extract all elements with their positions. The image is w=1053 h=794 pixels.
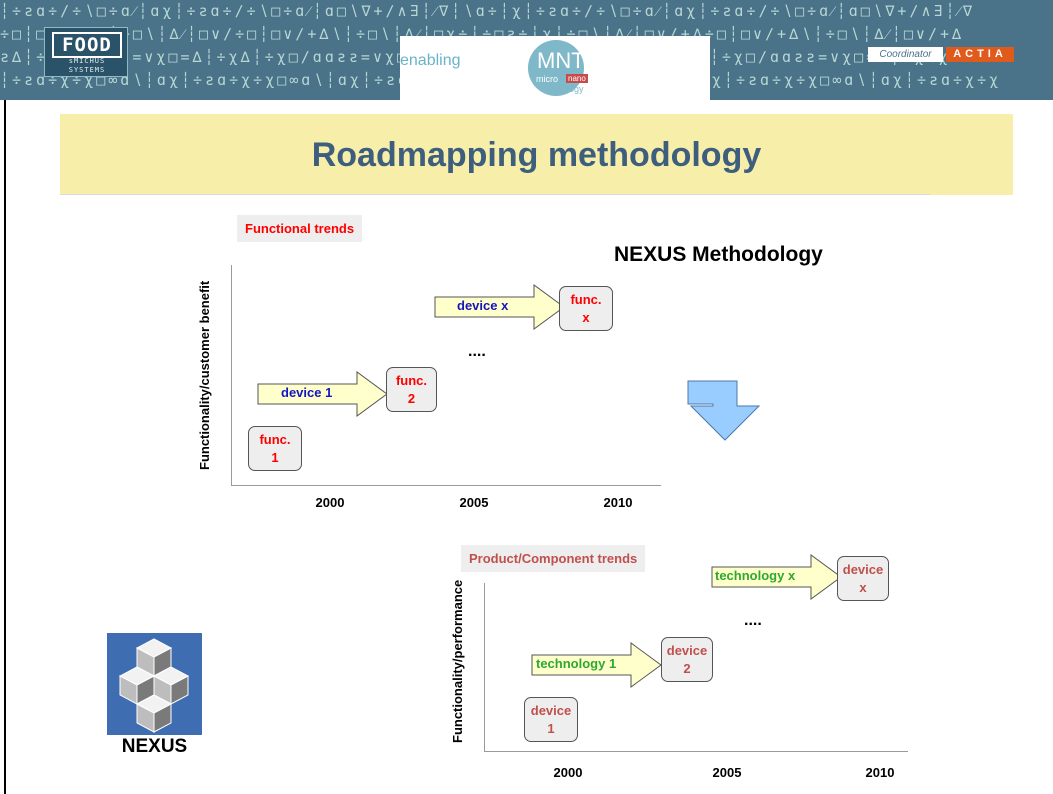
slide-frame-left-edge [4,100,6,794]
device-1-box-line2: 1 [547,721,555,736]
device-x-box-line2: x [859,580,867,595]
mnt-disc [528,40,584,96]
lower-x-tick: 2005 [712,765,742,780]
title-band: Roadmapping methodology [60,114,1013,195]
enabling-text: enabling [400,52,461,69]
device-1-box: device 1 [524,697,578,742]
device-x-box: device x [837,556,889,601]
coordinator-label: Coordinator [868,47,943,62]
header-banner: ┆÷ƨɑ÷∕÷∖□÷ɑ⁄┆ɑχ┆÷ƨɑ÷∕÷∖□÷ɑ⁄┆ɑ□∖∇+∕∧∃┆⁄∇┆… [0,0,1053,100]
food-logo: FOOD ѕMICHUS SYSTEMS [44,27,128,77]
slide-title: Roadmapping methodology [311,136,762,174]
lower-x-tick: 2000 [553,765,583,780]
banner-pattern-row: ┆÷ƨɑ÷∕÷∖□÷ɑ⁄┆ɑχ┆÷ƨɑ÷∕÷∖□÷ɑ⁄┆ɑ□∖∇+∕∧∃┆⁄∇┆… [0,2,976,20]
device-2-box-line2: 2 [683,661,691,676]
func-2-box-line2: 2 [407,391,416,406]
product-component-trends-label: Product/Component trends [461,545,646,572]
func-2-box-line1: func. [395,373,428,388]
title-divider [60,194,930,195]
upper-x-tick: 2005 [459,495,489,510]
device-2-box-line1: device [666,643,708,658]
lower-x-tick: 2010 [865,765,895,780]
nano-text: nano [566,74,588,83]
upper-x-tick: 2010 [603,495,633,510]
technology-logo-text: technology [540,84,584,94]
func-1-box-line1: func. [259,432,291,447]
nexus-methodology-heading: NEXUS Methodology [614,243,823,266]
food-logo-subtitle-1: ѕMICHUS [68,57,106,65]
technology-x-arrow-label: technology x [715,568,796,583]
lower-y-axis [484,583,485,751]
func-1-box-line2: 1 [271,450,279,465]
micro-text: micro [536,74,558,84]
technology-1-arrow [531,642,662,688]
food-logo-text: FOOD [52,32,122,58]
nexus-logo: NEXUS [107,633,202,758]
enabling-mnt-logo: enabling MNT micro nano technology [400,36,710,100]
upper-y-axis-label: Functionality/customer benefit [197,280,212,470]
device-1-arrow [257,371,388,417]
actia-logo: ACTIA [946,47,1014,62]
technology-1-arrow-label: technology 1 [536,656,617,671]
device-x-arrow [434,284,565,330]
func-x-box-line2: x [582,310,590,325]
functional-trends-label: Functional trends [237,215,363,242]
func-x-box: func. x [559,286,613,331]
device-1-arrow-label: device 1 [281,385,333,400]
upper-x-axis [231,485,661,486]
func-1-box: func. 1 [248,426,302,471]
nexus-logo-background [107,633,202,735]
func-x-box-line1: func. [570,292,602,307]
upper-ellipsis: .... [468,343,486,360]
cubes-icon [118,638,190,733]
lower-ellipsis: .... [744,612,762,629]
device-1-box-line1: device [530,703,572,718]
down-bent-arrow [687,380,761,441]
upper-x-tick: 2000 [315,495,345,510]
technology-x-arrow [711,554,842,600]
lower-x-axis [484,751,908,752]
device-2-box: device 2 [661,637,713,682]
device-x-box-line1: device [842,562,884,577]
mnt-text: MNT [537,48,585,73]
upper-y-axis [231,265,232,485]
food-logo-subtitle-2: SYSTEMS [68,66,106,74]
func-2-box: func. 2 [386,367,437,412]
lower-y-axis-label: Functionality/performance [450,579,465,743]
nexus-logo-text: NEXUS [121,736,188,757]
banner-pattern-row: ÷□┆□∨∕+∆∖┆÷□∖┆∆⁄┆□∨∕÷□┆□∨∕+∆∖┆÷□∖┆∆⁄┆□χ÷… [0,25,965,43]
device-x-arrow-label: device x [457,298,509,313]
